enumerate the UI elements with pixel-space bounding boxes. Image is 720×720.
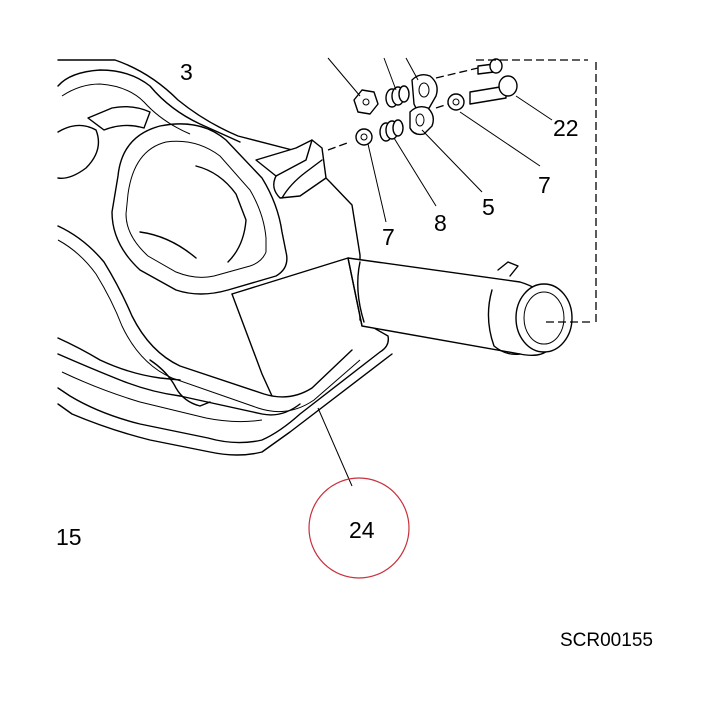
callout-7-right: 7	[538, 172, 551, 198]
leader-lines	[317, 57, 553, 487]
tail-pipe	[347, 257, 592, 357]
assembly-lines	[327, 59, 597, 322]
callout-15: 15	[56, 524, 82, 550]
callout-5: 5	[482, 194, 495, 220]
fasteners	[353, 58, 518, 146]
callout-22: 22	[553, 115, 579, 141]
callout-3: 3	[180, 59, 193, 85]
housing-body	[57, 59, 393, 456]
callout-8: 8	[434, 210, 447, 236]
highlight-circle	[308, 477, 410, 579]
figure-code: SCR00155	[560, 630, 653, 651]
callout-24: 24	[349, 517, 375, 543]
callout-7-left: 7	[382, 224, 395, 250]
